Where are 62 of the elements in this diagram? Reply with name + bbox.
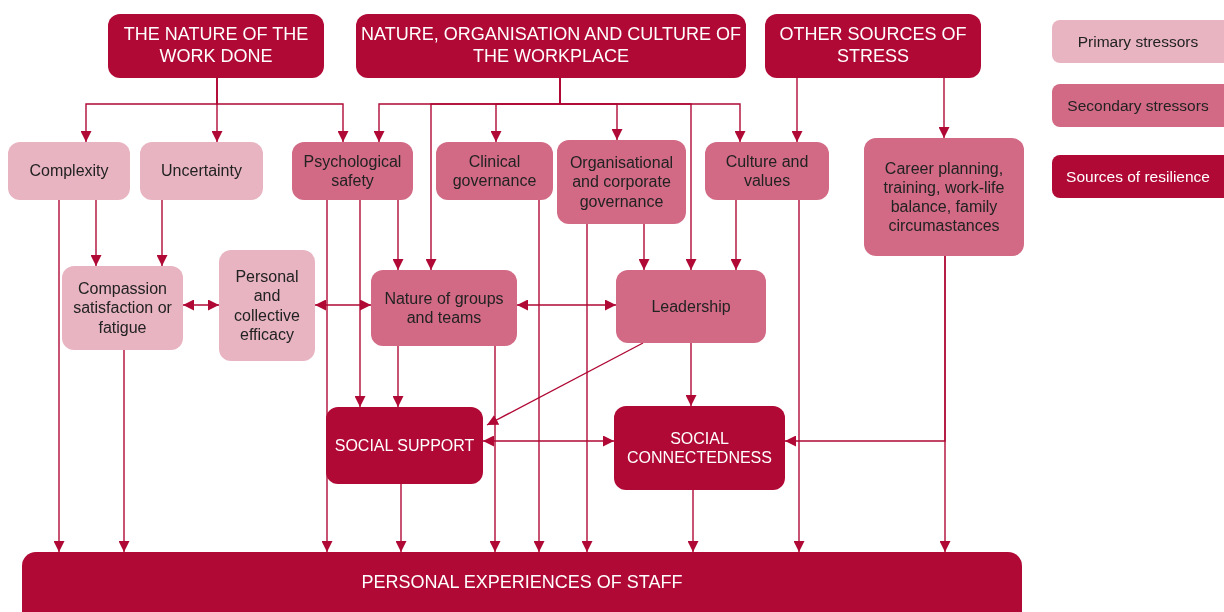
- legend-label: Sources of resilience: [1066, 167, 1210, 186]
- arrow: [791, 77, 803, 143]
- node-label: Organisational and corporate governance: [568, 153, 675, 211]
- arrow: [687, 489, 699, 553]
- stressor-box: [219, 250, 315, 361]
- arrow: [53, 199, 65, 553]
- resilience-box: [108, 14, 324, 78]
- node-label: Compassion satisfaction or fatigue: [72, 279, 173, 337]
- arrow: [182, 299, 220, 311]
- resilience-box: [765, 14, 981, 78]
- arrow: [392, 199, 404, 271]
- arrow: [638, 223, 650, 271]
- node-label: PERSONAL EXPERIENCES OF STAFF: [361, 572, 683, 594]
- node-label: Career planning, training, work-life balance, family circumastances: [882, 158, 1006, 236]
- arrow: [314, 299, 372, 311]
- arrow: [938, 77, 950, 139]
- arrow: [118, 349, 130, 553]
- node-label: NATURE, ORGANISATION AND CULTURE OF THE WORKPLACE: [360, 24, 742, 68]
- node-label: Culture and values: [724, 151, 810, 191]
- arrow: [730, 199, 742, 271]
- arrow: [489, 345, 501, 553]
- arrow: [581, 223, 593, 553]
- node-label: Clinical governance: [451, 151, 538, 191]
- stressor-box: [140, 142, 263, 200]
- node-label: Psychological safety: [302, 151, 403, 191]
- node-label: Personal and collective efficacy: [233, 267, 301, 344]
- stressor-box: [616, 270, 766, 343]
- resilience-box: [614, 406, 785, 490]
- resilience-box: [22, 552, 1022, 612]
- node-label: Leadership: [651, 296, 731, 317]
- stressor-box: [292, 142, 413, 200]
- arrow: [784, 255, 946, 447]
- node-label: THE NATURE OF THE WORK DONE: [122, 24, 310, 68]
- arrow: [90, 199, 102, 267]
- legend-label: Secondary stressors: [1067, 96, 1209, 115]
- node-label: SOCIAL CONNECTEDNESS: [626, 428, 773, 468]
- arrow: [533, 199, 545, 553]
- stressor-box: [62, 266, 183, 350]
- stressor-box: [705, 142, 829, 200]
- arrow: [392, 345, 404, 408]
- stressor-box: [864, 138, 1024, 256]
- stressor-box: [436, 142, 553, 200]
- node-label: OTHER SOURCES OF STRESS: [778, 24, 968, 68]
- arrow: [216, 77, 349, 143]
- arrow: [486, 342, 644, 426]
- arrow: [156, 199, 168, 267]
- node-label: Uncertainty: [161, 161, 242, 181]
- arrow: [354, 199, 366, 408]
- resilience-box: [326, 407, 483, 484]
- arrow: [516, 299, 617, 311]
- stressor-box: [8, 142, 130, 200]
- resilience-box: [356, 14, 746, 78]
- node-label: Nature of groups and teams: [383, 288, 505, 328]
- stressor-box: [371, 270, 517, 346]
- arrow: [685, 342, 697, 407]
- arrow: [395, 483, 407, 553]
- arrow: [482, 435, 615, 447]
- node-label: SOCIAL SUPPORT: [334, 435, 475, 456]
- arrow: [793, 199, 805, 553]
- node-label: Complexity: [29, 161, 109, 181]
- stressor-box: [557, 140, 686, 224]
- legend-label: Primary stressors: [1077, 32, 1199, 51]
